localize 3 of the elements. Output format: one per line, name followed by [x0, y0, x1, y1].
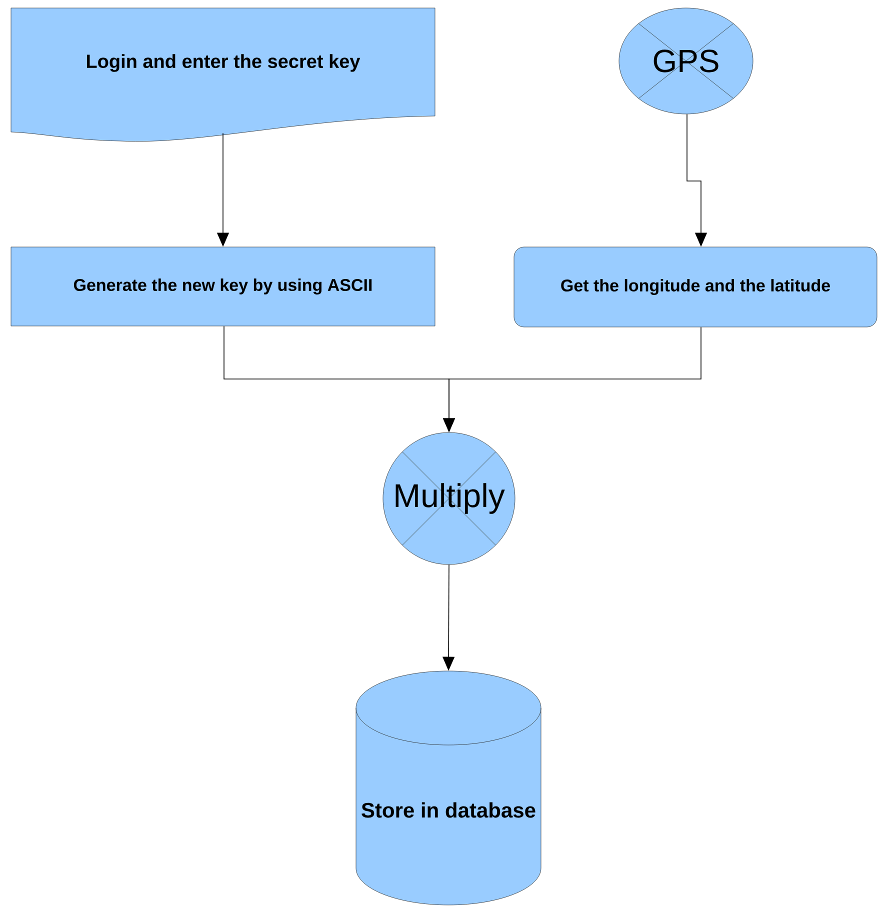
process-box: Get the longitude and the latitude	[514, 246, 878, 328]
database-cylinder: Store in database	[356, 670, 542, 906]
process-box: Generate the new key by using ASCII	[10, 246, 436, 326]
